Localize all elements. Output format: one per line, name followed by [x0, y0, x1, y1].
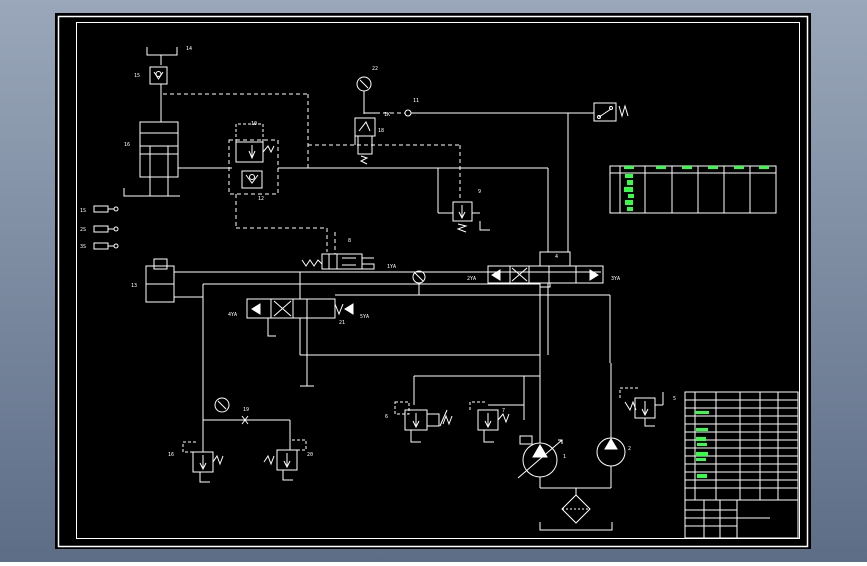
tag-5ya: 5YA — [360, 314, 369, 320]
relief-valve-5-symbol — [619, 387, 664, 427]
label-9: 9 — [478, 189, 481, 195]
tag-1k: 1K — [384, 112, 390, 118]
tag-2ya: 2YA — [467, 276, 476, 282]
switch-right-symbol — [593, 102, 629, 122]
inner-border — [76, 22, 800, 539]
label-22: 22 — [372, 66, 378, 72]
relief-valve-9-symbol — [452, 201, 490, 233]
label-20: 20 — [307, 452, 313, 458]
sensor-group — [93, 205, 119, 250]
check-valve-12-symbol — [241, 170, 263, 189]
label-12: 12 — [258, 196, 264, 202]
label-21: 21 — [339, 320, 345, 326]
label-2: 2 — [628, 446, 631, 452]
pressure-switch-18-symbol — [354, 117, 376, 165]
drawing-sheet — [55, 13, 811, 549]
label-16-bl: 16 — [168, 452, 174, 458]
label-19: 19 — [243, 407, 249, 413]
label-8: 8 — [348, 238, 351, 244]
relief-valve-10-symbol — [235, 123, 275, 163]
label-7: 7 — [502, 408, 505, 414]
filter-symbol — [539, 494, 613, 531]
relief-valve-20-symbol — [263, 439, 307, 481]
relief-valve-7-symbol — [469, 401, 510, 443]
label-4: 4 — [555, 254, 558, 260]
gauge-mid-symbol — [412, 270, 426, 295]
main-cylinder-16-symbol — [123, 121, 180, 197]
outer-border — [57, 15, 809, 548]
table-highlights — [624, 166, 769, 478]
tag-4ya: 4YA — [228, 312, 237, 318]
relief-valve-6-symbol — [394, 401, 453, 443]
label-15: 15 — [134, 73, 140, 79]
label-11: 11 — [413, 98, 419, 104]
component-labels: 14 15 16 10 12 22 18 11 9 8 4 13 21 19 1… — [80, 46, 676, 460]
relief-valve-16-symbol — [182, 441, 224, 483]
label-6: 6 — [385, 414, 388, 420]
label-18: 18 — [378, 128, 384, 134]
label-10: 10 — [251, 121, 257, 127]
cylinder-14-symbol — [146, 47, 178, 65]
valve-8-symbol — [301, 253, 375, 270]
gauge-19-symbol — [214, 397, 230, 413]
check-valve-15-symbol — [149, 66, 168, 85]
tag-3ya: 3YA — [611, 276, 620, 282]
title-block — [684, 499, 799, 539]
schematic-linework — [57, 15, 809, 548]
label-2s: 2S — [80, 227, 86, 233]
label-1: 1 — [563, 454, 566, 460]
action-table — [609, 165, 777, 214]
label-1s: 1S — [80, 208, 86, 214]
label-3s: 3S — [80, 244, 86, 250]
tag-1ya: 1YA — [387, 264, 396, 270]
label-5: 5 — [673, 396, 676, 402]
left-cylinder-13-symbol — [145, 258, 175, 303]
label-16: 16 — [124, 142, 130, 148]
label-13: 13 — [131, 283, 137, 289]
label-14: 14 — [186, 46, 192, 52]
